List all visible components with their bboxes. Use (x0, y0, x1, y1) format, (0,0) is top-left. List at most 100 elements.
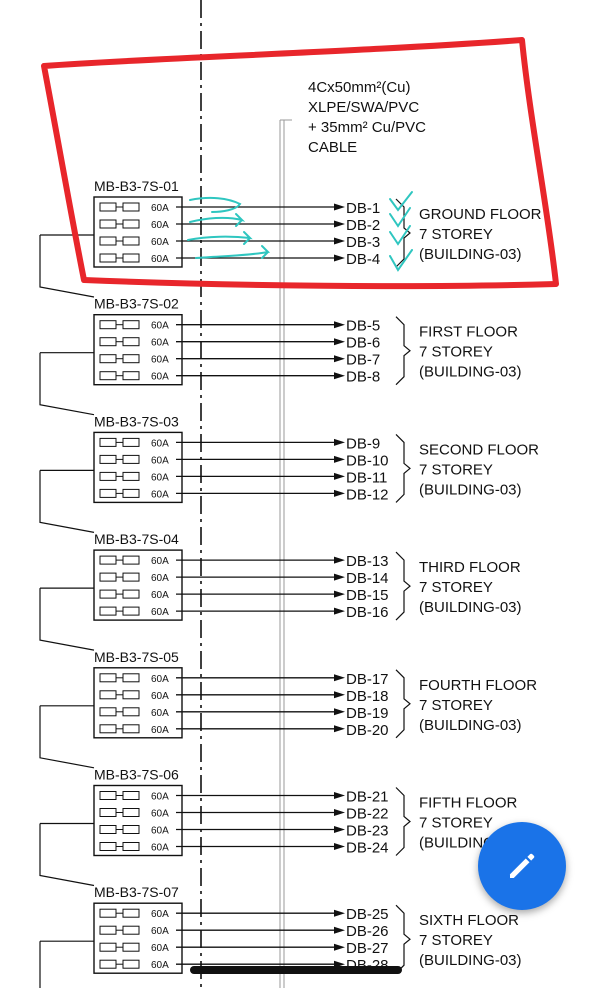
breaker-rating: 60A (151, 573, 169, 584)
breaker-symbol (99, 825, 117, 834)
breaker-symbol (122, 942, 140, 952)
cable-arrowhead (334, 338, 345, 346)
panel-enclosure (93, 196, 183, 268)
cable-arrowhead (334, 843, 345, 850)
cable-note: 4Cx50mm²(Cu) XLPE/SWA/PVC + 35mm² Cu/PVC… (308, 79, 426, 156)
breaker-symbol (99, 908, 117, 918)
breaker-rating: 60A (151, 691, 169, 702)
incoming-feeder (39, 352, 95, 416)
db-label: DB-27 (346, 940, 389, 957)
cable-arrowhead (334, 826, 345, 833)
breaker-rating: 60A (151, 355, 169, 366)
breaker-symbol (99, 219, 117, 229)
breaker-symbol (122, 219, 140, 229)
breaker-rating: 60A (151, 909, 169, 920)
breaker-symbol (122, 724, 140, 734)
breaker-symbol (122, 690, 140, 700)
breaker-symbol (122, 253, 140, 263)
breaker-symbol (99, 673, 117, 683)
db-label: DB-18 (346, 688, 389, 705)
check-mark (389, 191, 413, 212)
check-mark (389, 207, 411, 228)
panel-enclosure (93, 431, 183, 504)
breaker-rating: 60A (151, 472, 169, 483)
db-label: DB-6 (346, 335, 380, 352)
cable-arrowhead (334, 708, 345, 716)
breaker-rating: 60A (151, 843, 169, 854)
floor-description: 7 STOREY (419, 697, 493, 714)
floor-description: (BUILDING-03) (419, 599, 522, 616)
db-label: DB-5 (346, 318, 380, 335)
cable-arrowhead (334, 691, 345, 699)
cable-arrowhead (334, 438, 345, 446)
breaker-rating: 60A (151, 960, 169, 971)
cable-arrowhead (334, 203, 345, 211)
cable-arrowhead (334, 674, 345, 682)
breaker-rating: 60A (151, 826, 169, 837)
db-label: DB-14 (346, 570, 389, 587)
db-label: DB-15 (346, 587, 389, 604)
cable-arrowhead (334, 926, 345, 934)
floor-description: 7 STOREY (419, 932, 493, 949)
cable-arrowhead (334, 792, 345, 799)
breaker-symbol (99, 724, 117, 734)
breaker-rating: 60A (151, 607, 169, 618)
db-label: DB-23 (346, 823, 389, 840)
breaker-symbol (122, 555, 140, 565)
breaker-rating: 60A (151, 674, 169, 685)
db-label: DB-26 (346, 923, 389, 940)
breaker-symbol (99, 589, 117, 599)
panel-name: MB-B3-7S-01 (94, 178, 179, 194)
cable-arrowhead (334, 943, 345, 951)
group-brace (395, 551, 411, 621)
pencil-edit-icon (510, 853, 535, 878)
breaker-symbol (99, 320, 117, 330)
breaker-symbol (122, 236, 140, 246)
breaker-symbol (122, 925, 140, 935)
breaker-symbol (122, 337, 140, 347)
cable-arrowhead (334, 590, 345, 598)
breaker-rating: 60A (151, 708, 169, 719)
cable-arrowhead (334, 489, 345, 497)
incoming-feeder (39, 235, 95, 298)
breaker-symbol (122, 589, 140, 599)
panel-enclosure (93, 549, 183, 621)
incoming-feeder (39, 705, 95, 769)
breaker-rating: 60A (151, 455, 169, 466)
cable-arrowhead (334, 455, 345, 463)
pen-stroke (189, 213, 246, 227)
breaker-symbol (122, 842, 140, 851)
check-mark (389, 225, 411, 246)
panel-enclosure (93, 314, 183, 386)
breaker-symbol (99, 959, 117, 969)
db-label: DB-3 (346, 234, 380, 251)
floor-description: SECOND FLOOR (419, 441, 539, 458)
cable-arrowhead (334, 725, 345, 733)
floor-description: GROUND FLOOR (419, 206, 542, 223)
cable-arrowhead (334, 220, 345, 228)
panel-name: MB-B3-7S-06 (94, 767, 179, 783)
check-mark (389, 249, 413, 272)
cable-arrowhead (334, 472, 345, 480)
breaker-symbol (122, 454, 140, 464)
panel-name: MB-B3-7S-05 (94, 649, 179, 665)
panel-enclosure (93, 902, 183, 974)
highlight-box (41, 37, 559, 290)
panel-name: MB-B3-7S-04 (94, 531, 179, 547)
edit-fab-button[interactable] (478, 822, 566, 910)
floor-description: 7 STOREY (419, 579, 493, 596)
floor-description: (BUILDING-03) (419, 717, 522, 734)
cable-tray-line (279, 119, 292, 988)
cable-note-line: + 35mm² Cu/PVC (308, 119, 426, 136)
breaker-symbol (122, 437, 140, 447)
breaker-symbol (99, 437, 117, 447)
cable-arrowhead (334, 960, 345, 968)
cable-arrowhead (334, 809, 345, 816)
breaker-symbol (122, 808, 140, 817)
group-brace (395, 669, 411, 739)
